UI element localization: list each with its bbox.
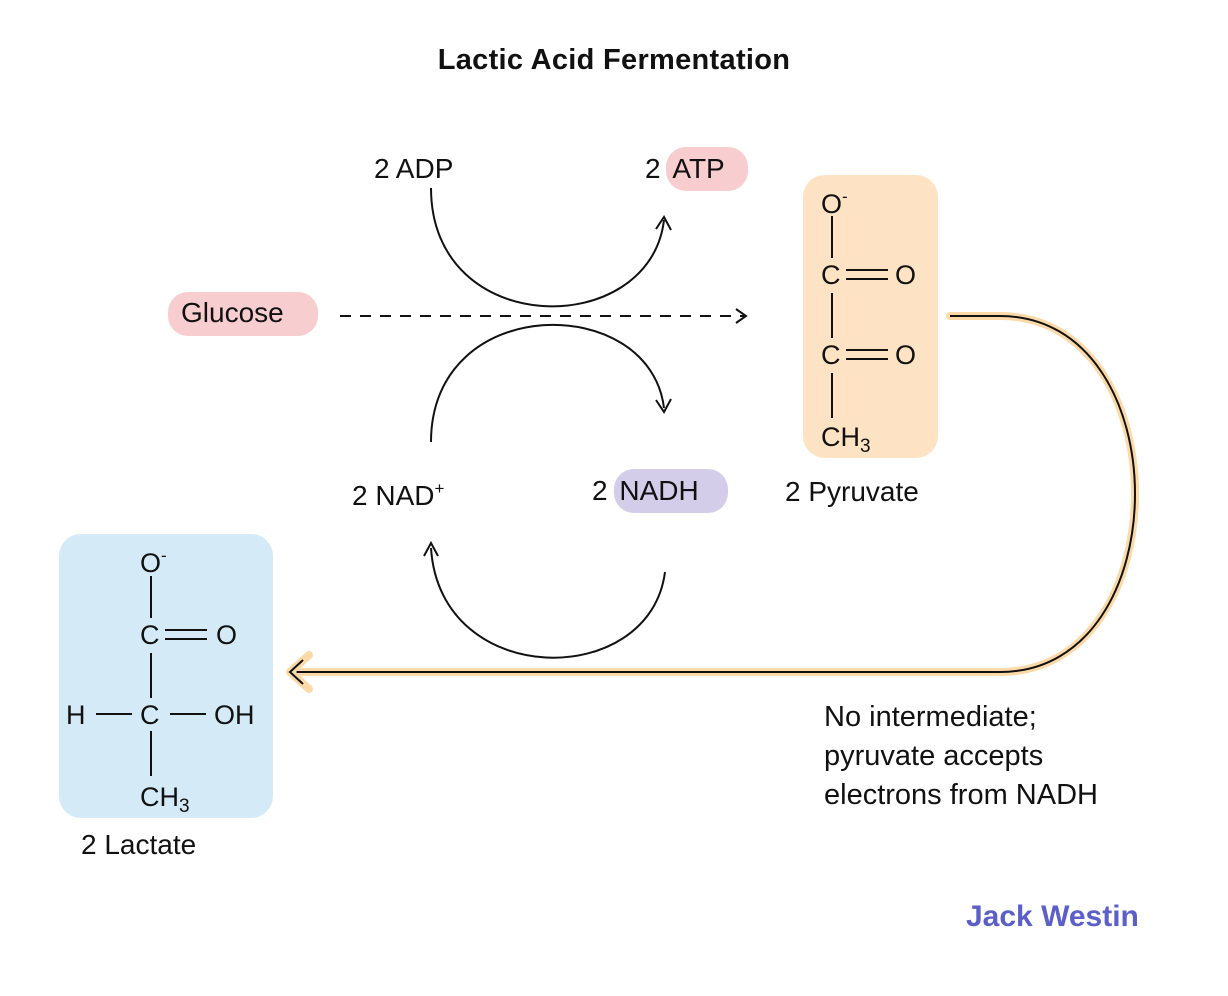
atp-name: ATP [672, 153, 725, 184]
lactate-hydrogen: H [66, 700, 86, 730]
return-arrowhead [288, 659, 304, 685]
lactate-label: 2 Lactate [81, 829, 197, 860]
adp-atp-arrowhead [655, 215, 672, 231]
nadh-label: 2 NADH [592, 475, 699, 507]
glucose-label: Glucose [181, 297, 284, 328]
pyruvate-methyl: CH3 [821, 422, 871, 457]
note-line-1: No intermediate; [824, 701, 1037, 733]
pyruvate-label: 2 Pyruvate [785, 476, 919, 507]
pyruvate-oxygen-2: O [895, 340, 917, 370]
brand-logo-text: Jack Westin [966, 900, 1139, 933]
return-arrow-line [292, 315, 1136, 673]
nad-nadh-curve [430, 323, 665, 443]
nad-charge: + [434, 479, 445, 498]
nad-text: 2 NAD [352, 480, 435, 511]
pyruvate-oxygen-1: O [895, 260, 917, 290]
pyruvate-o-minus: O- [821, 187, 848, 219]
lactate-box [59, 534, 273, 818]
diagram-title: Lactic Acid Fermentation [437, 44, 791, 76]
lactate-methyl: CH3 [140, 782, 190, 817]
lactate-bonds [96, 576, 207, 776]
atp-pill [666, 147, 748, 191]
atp-label: 2 ATP [645, 153, 725, 185]
atp-count: 2 [645, 153, 661, 184]
note-line-3: electrons from NADH [824, 779, 1098, 811]
note-line-2: pyruvate accepts [824, 740, 1044, 772]
nadh-nad-curve [430, 547, 666, 659]
pyruvate-carbon-2: C [821, 340, 841, 370]
nadh-pill [614, 469, 728, 513]
lactate-hydroxyl: OH [214, 700, 255, 730]
nad-nadh-arrowhead [655, 398, 672, 414]
pyruvate-bonds [831, 216, 888, 418]
lactate-carbon-2: C [140, 700, 160, 730]
pyruvate-box [803, 175, 938, 458]
nadh-nad-arrowhead [423, 540, 439, 557]
lactate-o-minus: O- [140, 546, 167, 578]
nadh-name: NADH [619, 475, 699, 506]
adp-atp-curve [430, 187, 665, 308]
note: No intermediate; pyruvate accepts electr… [824, 698, 1098, 815]
dashed-arrowhead [735, 308, 748, 324]
glucose-pill [168, 292, 318, 336]
pyruvate-carbon-1: C [821, 260, 841, 290]
adp-label: 2 ADP [374, 153, 454, 184]
lactate-oxygen-1: O [216, 620, 238, 650]
nadh-count: 2 [592, 475, 608, 506]
lactate-carbon-1: C [140, 620, 160, 650]
nad-label: 2 NAD+ [352, 479, 444, 512]
